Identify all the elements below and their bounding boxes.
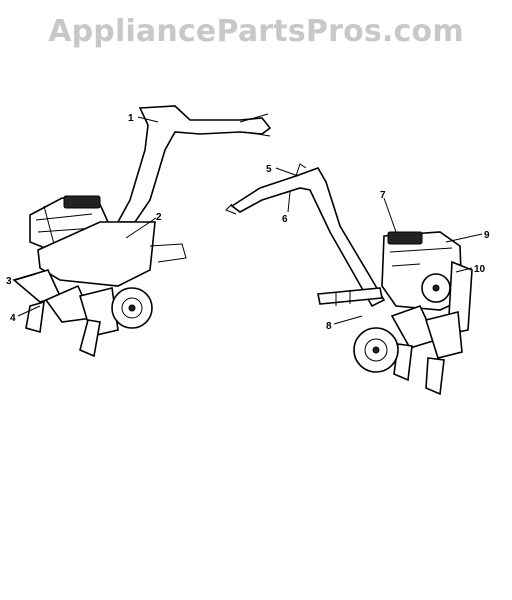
callout-8: 8 [326,321,332,332]
right-tines [390,305,463,396]
left-tines [12,269,119,358]
callout-6: 6 [282,214,288,225]
callout-9: 9 [484,230,490,241]
left-tiller-illustration [12,105,272,358]
callout-2: 2 [156,212,162,223]
watermark-text: AppliancePartsPros.com [48,14,464,49]
left-fender [37,221,156,287]
right-handle [230,167,386,308]
callout-5: 5 [266,164,272,175]
callout-10: 10 [474,264,486,275]
left-handle [116,105,272,223]
callout-4: 4 [10,313,16,324]
callout-1: 1 [128,113,134,124]
callout-7: 7 [380,190,386,201]
right-tiller-illustration [225,163,483,396]
callout-3: 3 [6,276,12,287]
